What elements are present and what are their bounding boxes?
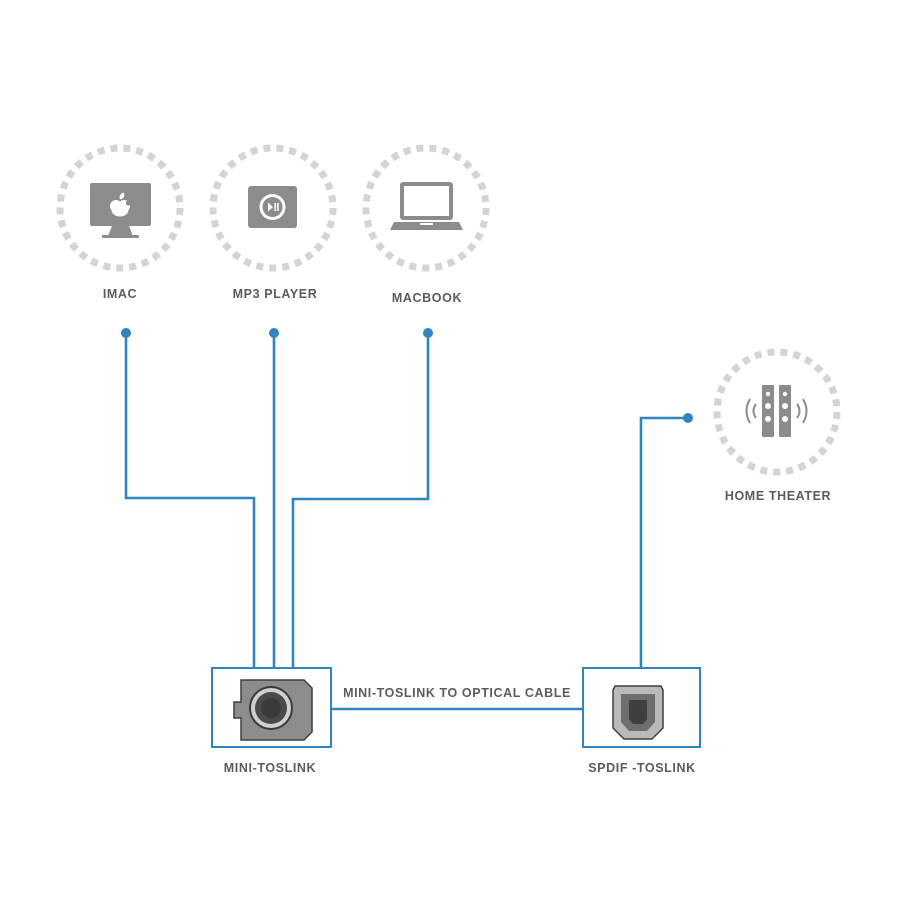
home-theater-ring xyxy=(713,348,841,476)
mp3-player-ring xyxy=(209,144,337,272)
wires xyxy=(121,328,693,711)
node-home-theater: HOME THEATER xyxy=(713,348,841,503)
node-macbook: MACBOOK xyxy=(362,144,490,305)
imac-icon xyxy=(90,183,151,238)
macbook-icon xyxy=(390,182,463,230)
imac-ring xyxy=(56,144,184,272)
node-imac: IMAC xyxy=(56,144,184,301)
wire-imac xyxy=(124,333,256,668)
mp3-player-icon xyxy=(248,186,297,228)
spdif-toslink-port-icon xyxy=(612,685,664,740)
node-mp3-player: MP3 PLAYER xyxy=(209,144,337,301)
imac-label: IMAC xyxy=(103,287,137,301)
home-theater-label: HOME THEATER xyxy=(725,489,831,503)
wire-macbook xyxy=(291,333,430,668)
cable-label: MINI-TOSLINK TO OPTICAL CABLE xyxy=(343,686,571,700)
wire-end-macbook xyxy=(423,328,433,338)
spdif-toslink-connector: SPDIF -TOSLINK xyxy=(582,667,701,775)
macbook-label: MACBOOK xyxy=(392,291,462,305)
mp3-player-label: MP3 PLAYER xyxy=(233,287,318,301)
wire-end-mp3-player xyxy=(269,328,279,338)
wire-home-theater xyxy=(639,416,688,668)
speakers-icon xyxy=(745,385,808,437)
mini-toslink-port-icon xyxy=(233,679,313,741)
mini-toslink-connector: MINI-TOSLINK xyxy=(211,667,332,775)
wire-end-home-theater xyxy=(683,413,693,423)
spdif-toslink-label: SPDIF -TOSLINK xyxy=(588,761,695,775)
mini-toslink-label: MINI-TOSLINK xyxy=(224,761,316,775)
macbook-ring xyxy=(362,144,490,272)
mini-toslink-box xyxy=(211,667,332,748)
wire-end-imac xyxy=(121,328,131,338)
spdif-toslink-box xyxy=(582,667,701,748)
